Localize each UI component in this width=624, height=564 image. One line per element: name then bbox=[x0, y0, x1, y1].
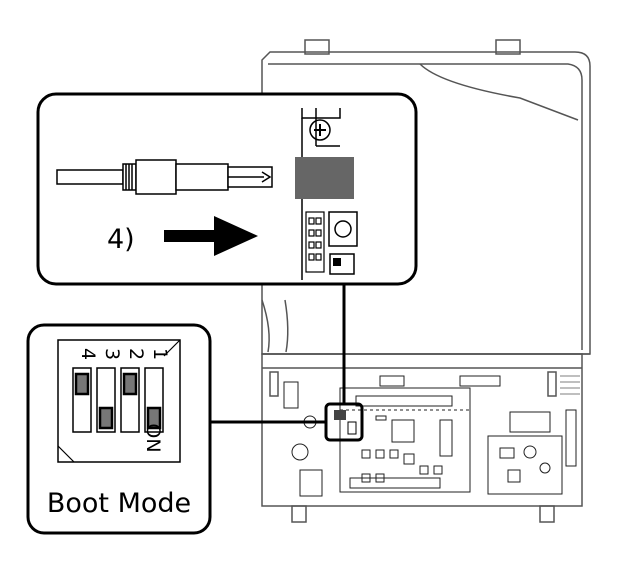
usb-connection-callout: 4) bbox=[36, 92, 418, 286]
switch-number-1: 1 bbox=[149, 348, 171, 360]
boot-mode-title: Boot Mode bbox=[47, 488, 191, 519]
switch-knob-2 bbox=[122, 372, 138, 396]
usb-b-cable-icon bbox=[56, 159, 273, 195]
hinge-right bbox=[495, 39, 521, 55]
foot-left bbox=[291, 505, 307, 523]
tactile-button-icon bbox=[328, 211, 358, 247]
lid-outline bbox=[261, 51, 591, 355]
secondary-pcb bbox=[487, 409, 577, 495]
pin-header bbox=[305, 211, 325, 273]
switch-number-4: 4 bbox=[77, 348, 99, 360]
mini-dip-switch bbox=[329, 253, 355, 275]
switch-knob-3 bbox=[98, 406, 114, 430]
switch-knob-4 bbox=[74, 372, 90, 396]
switch-number-2: 2 bbox=[125, 348, 147, 360]
step-label: 4) bbox=[107, 224, 135, 255]
usb-port-module bbox=[295, 157, 354, 199]
device-housing bbox=[261, 39, 591, 523]
foot-right bbox=[539, 505, 555, 523]
pcb-dip-switch-highlight bbox=[324, 402, 364, 442]
insert-arrow-icon bbox=[164, 216, 258, 256]
switch-knob-1 bbox=[146, 406, 162, 430]
main-pcb bbox=[283, 375, 501, 497]
screw-icon bbox=[309, 119, 331, 141]
switch-number-3: 3 bbox=[101, 348, 123, 360]
on-label: ON bbox=[142, 423, 164, 452]
hinge-left bbox=[304, 39, 330, 55]
base-body bbox=[261, 353, 583, 507]
boot-mode-callout: 4 3 2 1 ON Boot Mode bbox=[26, 323, 212, 535]
